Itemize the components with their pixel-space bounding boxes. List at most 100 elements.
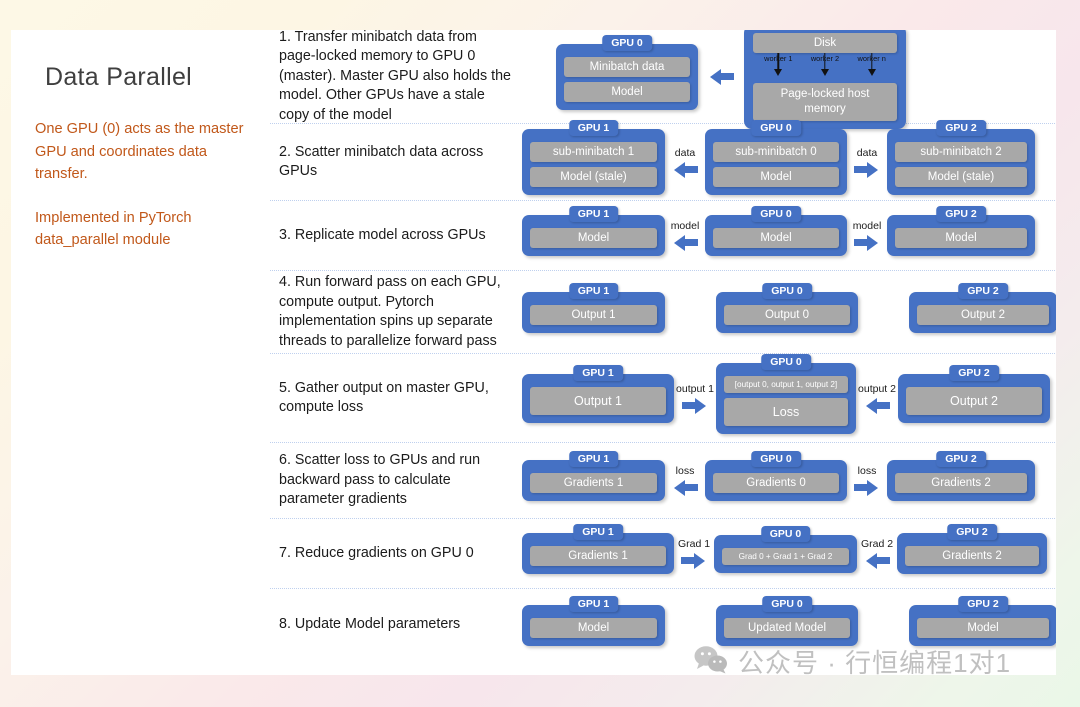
- gpu-card-2[interactable]: GPU 2 Model: [887, 206, 1035, 256]
- gpu-chip: Model: [564, 81, 690, 102]
- arrow-label: Grad 2: [860, 538, 894, 550]
- gpu-chip: Model: [530, 228, 657, 248]
- grad-arrow-left: Grad 1: [674, 538, 714, 569]
- arrow-left-icon: [864, 397, 890, 414]
- gpu-chip: Model (stale): [895, 167, 1027, 187]
- lead-paragraph-1: One GPU (0) acts as the master GPU and c…: [35, 121, 244, 182]
- steps-column: 1. Transfer minibatch data from page-loc…: [270, 30, 1056, 675]
- loss-arrow-right: loss: [847, 465, 887, 496]
- gpu-chip: Updated Model: [724, 617, 850, 638]
- arrow-label: model: [670, 220, 700, 232]
- gpu-chip: Model: [917, 617, 1049, 638]
- gpu-card-1[interactable]: GPU 1 Model: [522, 206, 665, 256]
- arrow-right-icon: [854, 479, 880, 496]
- arrow-right-icon: [854, 234, 880, 251]
- step-text-5: 5. Gather output on master GPU, compute …: [279, 379, 489, 416]
- arrow-left-icon: [672, 479, 698, 496]
- step-row-1: 1. Transfer minibatch data from page-loc…: [270, 30, 1056, 129]
- arrow-right-icon: [854, 161, 880, 178]
- data-arrow-left: data: [665, 147, 705, 178]
- model-arrow-left: model: [665, 220, 705, 251]
- gpu-card-0[interactable]: GPU 0 Grad 0 + Grad 1 + Grad 2: [714, 525, 857, 573]
- gpu-card-1[interactable]: GPU 1 Model: [522, 595, 665, 646]
- step-diagram-1: GPU 0 Minibatch data Model Disk worker 1: [520, 30, 1056, 129]
- gpu-card-1[interactable]: GPU 1 Output 1: [522, 282, 665, 333]
- gpu-chip: Grad 0 + Grad 1 + Grad 2: [722, 547, 849, 565]
- step-diagram-6: GPU 1 Gradients 1 loss GPU 0 Gradients 0…: [520, 443, 1056, 518]
- gpu-chip: Gradients 2: [905, 546, 1039, 566]
- gpu-card-2[interactable]: GPU 2 Gradients 2: [887, 451, 1035, 501]
- gpu-badge: GPU 1: [568, 282, 619, 299]
- arrow-right-icon: [681, 552, 707, 569]
- gpu-card-2[interactable]: GPU 2 Model: [909, 595, 1056, 646]
- step-row-5: 5. Gather output on master GPU, compute …: [270, 353, 1056, 443]
- gpu-chip: Model: [895, 228, 1027, 248]
- model-arrow-right: model: [847, 220, 887, 251]
- output-arrow-left: output 1: [674, 383, 716, 414]
- gpu-badge: GPU 0: [762, 282, 812, 299]
- step-text-2: 2. Scatter minibatch data across GPUs: [279, 143, 484, 180]
- step-row-7: 7. Reduce gradients on GPU 0 GPU 1 Gradi…: [270, 519, 1056, 589]
- gpu-chip: Model (stale): [530, 167, 657, 187]
- gpu-badge: GPU 2: [936, 120, 986, 136]
- gpu-badge: GPU 0: [751, 206, 801, 222]
- gpu-card-2[interactable]: GPU 2 sub-minibatch 2 Model (stale): [887, 120, 1035, 195]
- arrow-label: loss: [675, 465, 695, 477]
- arrow-down-icon: [821, 68, 829, 76]
- arrow-down-icon: [774, 68, 783, 76]
- gpu-card-0[interactable]: GPU 0 [output 0, output 1, output 2] Los…: [716, 353, 856, 434]
- gpu-badge: GPU 0: [751, 120, 801, 136]
- lead-paragraph-2: Implemented in PyTorch data_parallel mod…: [35, 209, 192, 249]
- gpu-card-2[interactable]: GPU 2 Gradients 2: [897, 524, 1047, 574]
- gpu-card-0[interactable]: GPU 0 Model: [705, 206, 847, 256]
- arrow-label: output 2: [858, 382, 896, 395]
- gpu-card-0[interactable]: GPU 0 Minibatch data Model: [556, 34, 698, 110]
- gpu-chip: Model: [530, 617, 657, 638]
- arrow-label: model: [852, 220, 882, 232]
- arrow-right-icon: [682, 397, 708, 414]
- gpu-badge: GPU 0: [761, 353, 811, 370]
- gpu-card-1[interactable]: GPU 1 sub-minibatch 1 Model (stale): [522, 120, 665, 195]
- gpu-badge: GPU 2: [949, 364, 999, 381]
- step-diagram-8: GPU 1 Model GPU 0 Updated Model GPU 2 Mo…: [520, 589, 1056, 661]
- page-title: Data Parallel: [45, 63, 193, 91]
- gpu-card-2[interactable]: GPU 2 Output 2: [909, 282, 1056, 333]
- arrow-stem: [777, 52, 780, 71]
- gpu-badge: GPU 2: [947, 524, 997, 540]
- gpu-card-1[interactable]: GPU 1 Output 1: [522, 364, 674, 423]
- step-text-4: 4. Run forward pass on each GPU, compute…: [279, 274, 501, 349]
- loss-arrow-left: loss: [665, 465, 705, 496]
- gpu-chip: sub-minibatch 1: [530, 142, 657, 162]
- gpu-chip: Model: [713, 167, 839, 187]
- arrow-stem: [824, 52, 826, 71]
- page-locked-memory-chip: Page-locked host memory: [753, 82, 897, 121]
- step-diagram-4: GPU 1 Output 1 GPU 0 Output 0 GPU 2 Outp…: [520, 271, 1056, 353]
- gpu-card-0[interactable]: GPU 0 sub-minibatch 0 Model: [705, 120, 847, 195]
- gpu-badge: GPU 2: [936, 206, 986, 222]
- step-diagram-7: GPU 1 Gradients 1 Grad 1 GPU 0 Grad 0 + …: [520, 519, 1056, 588]
- gpu-badge: GPU 1: [568, 451, 619, 467]
- step-row-6: 6. Scatter loss to GPUs and run backward…: [270, 443, 1056, 519]
- step-diagram-3: GPU 1 Model model GPU 0 Model model GPU …: [520, 201, 1056, 270]
- gpu-chip: Output 2: [917, 304, 1049, 325]
- arrow-label: loss: [857, 465, 877, 477]
- slide-canvas: Data Parallel One GPU (0) acts as the ma…: [11, 30, 1056, 675]
- gpu-badge: GPU 2: [958, 595, 1008, 612]
- gpu-card-1[interactable]: GPU 1 Gradients 1: [522, 451, 665, 501]
- arrow-label: data: [674, 146, 696, 159]
- step-text-3: 3. Replicate model across GPUs: [279, 226, 486, 243]
- arrow-left-icon: [708, 68, 734, 85]
- arrow-label: Grad 1: [677, 538, 711, 550]
- step-text-8: 8. Update Model parameters: [279, 616, 461, 633]
- gpu-badge: GPU 0: [760, 525, 811, 542]
- data-arrow-right: data: [847, 147, 887, 178]
- output-arrow-right: output 2: [856, 383, 898, 414]
- gpu-card-0[interactable]: GPU 0 Output 0: [716, 282, 858, 333]
- arrow-label: data: [856, 146, 878, 159]
- worker-arrow: worker 2: [802, 52, 849, 83]
- gpu-card-0[interactable]: GPU 0 Updated Model: [716, 595, 858, 646]
- gpu-card-2[interactable]: GPU 2 Output 2: [898, 364, 1050, 423]
- host-memory-panel[interactable]: Disk worker 1 worker 2: [744, 30, 906, 129]
- gpu-card-0[interactable]: GPU 0 Gradients 0: [705, 451, 847, 501]
- gpu-card-1[interactable]: GPU 1 Gradients 1: [522, 524, 674, 574]
